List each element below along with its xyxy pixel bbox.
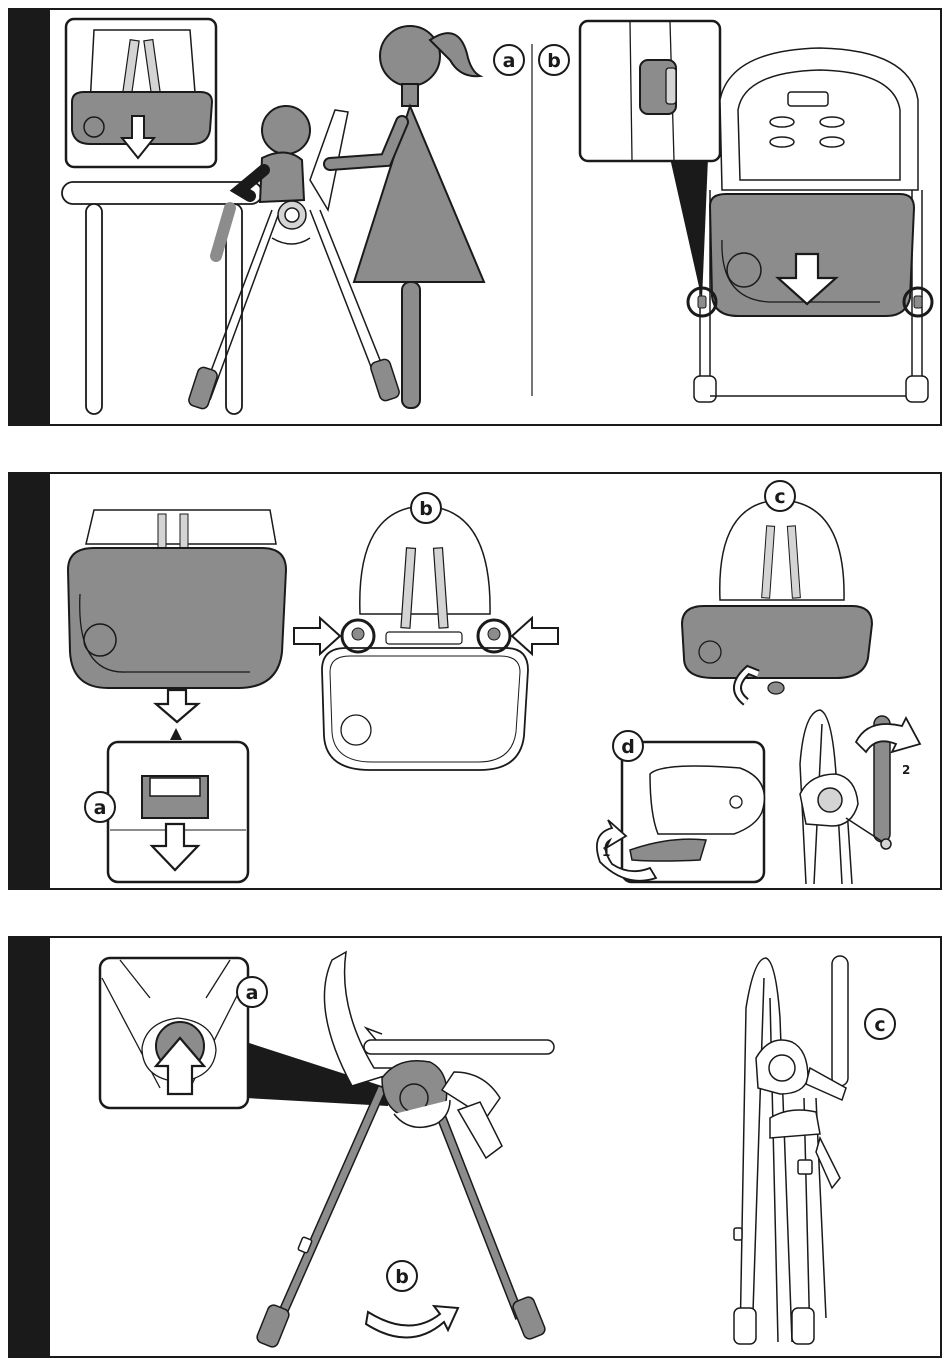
svg-text:b: b	[419, 498, 433, 520]
high-chair-folded-view	[734, 956, 848, 1344]
panel-3-illustration: a b	[10, 938, 940, 1356]
down-arrow-icon	[156, 690, 198, 722]
svg-text:a: a	[246, 982, 259, 1004]
step-label-b: b	[539, 45, 569, 75]
panel-2: a b	[8, 472, 942, 890]
tray-rotation-view	[682, 500, 872, 702]
release-button-inset	[580, 21, 720, 300]
svg-text:c: c	[774, 486, 785, 508]
step-label-c: c	[865, 1009, 895, 1039]
arrow-number-1: 1	[602, 845, 610, 859]
panel-3: a b	[8, 936, 942, 1358]
side-arrow-icon	[512, 618, 558, 654]
adult-figure	[330, 26, 484, 408]
tray-removal-view	[68, 510, 286, 882]
svg-text:d: d	[621, 736, 635, 758]
panel-1-illustration: a b	[10, 10, 940, 424]
svg-text:a: a	[94, 797, 107, 819]
step-label-a: a	[85, 792, 115, 822]
svg-text:a: a	[503, 50, 516, 72]
step-label-a: a	[494, 45, 524, 75]
tray-front	[710, 194, 914, 316]
step-label-c: c	[765, 481, 795, 511]
panel-2-illustration: a b	[10, 474, 940, 888]
step-label-a: a	[237, 977, 267, 1007]
svg-text:b: b	[547, 50, 561, 72]
step-label-b: b	[411, 493, 441, 523]
svg-text:b: b	[395, 1266, 409, 1288]
step-label-d: d	[613, 731, 643, 761]
side-arrow-icon	[294, 618, 340, 654]
panel-1: a b	[8, 8, 942, 426]
svg-text:c: c	[874, 1014, 885, 1036]
tray-inset-detail	[66, 19, 216, 167]
step-label-b: b	[387, 1261, 417, 1291]
rotate-arrow-icon	[768, 682, 784, 694]
rotate-arrow-icon	[366, 1306, 458, 1338]
arrow-number-2: 2	[902, 763, 910, 777]
lever-inset-detail	[597, 742, 765, 882]
